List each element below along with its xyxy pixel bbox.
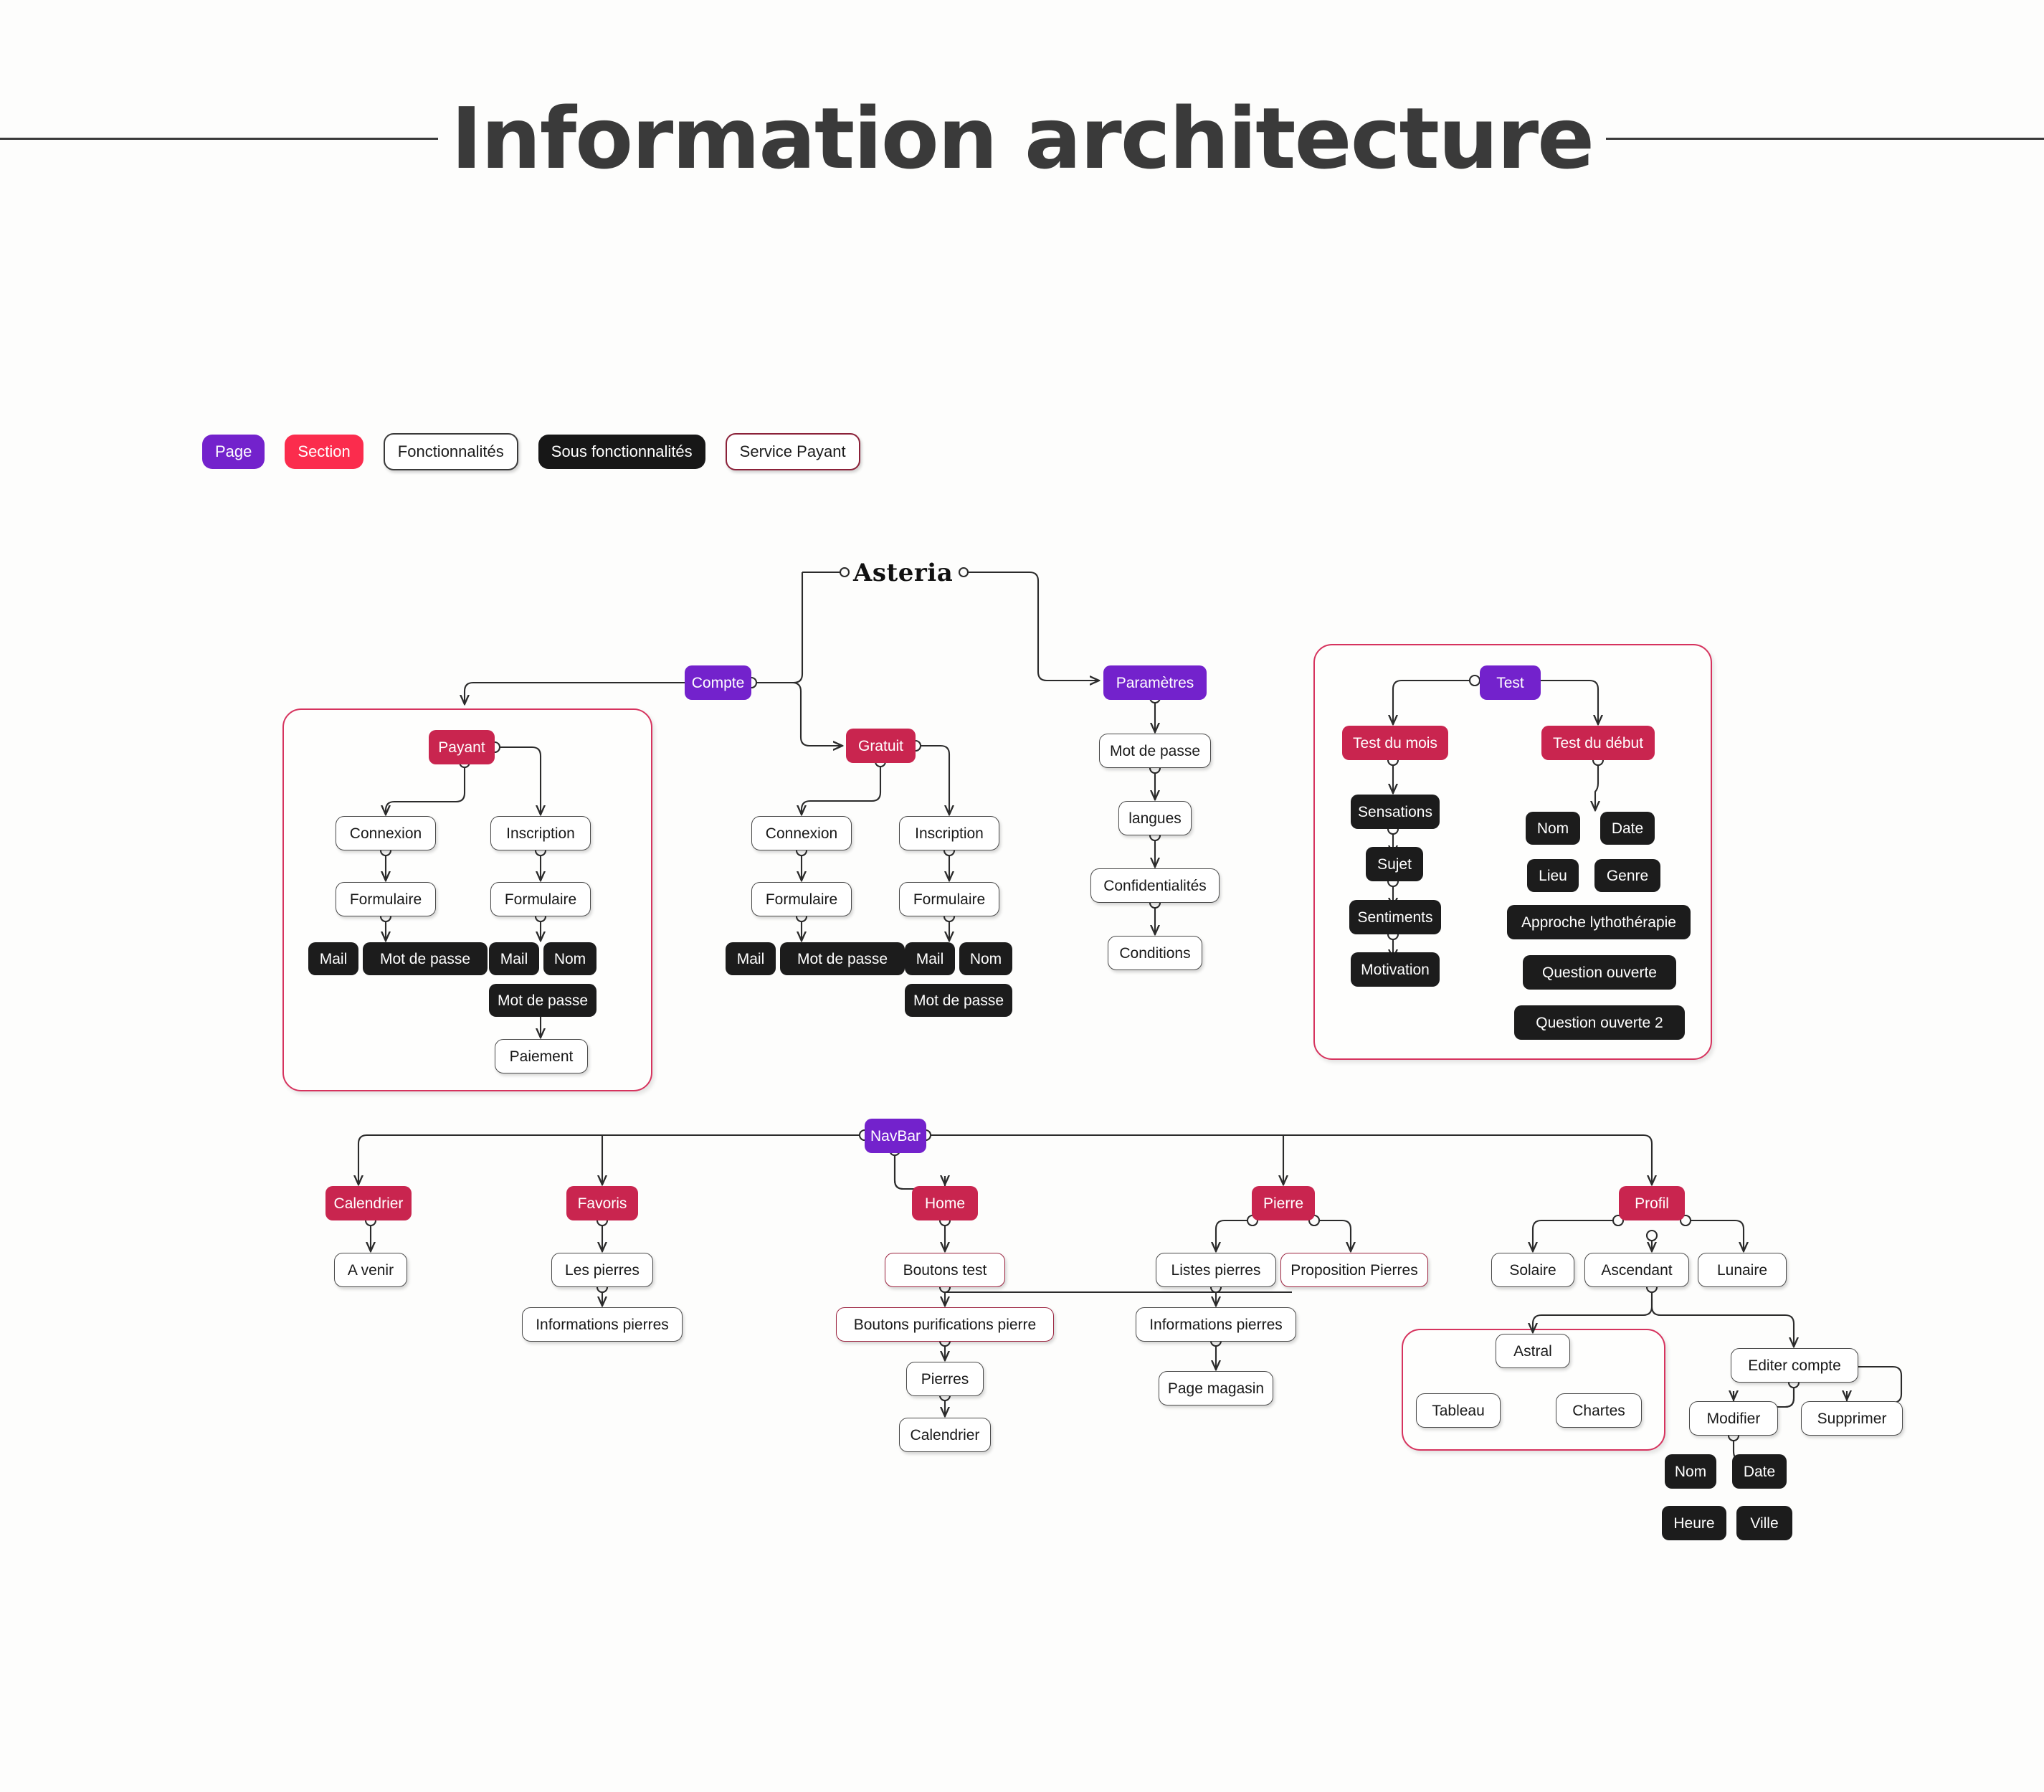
node-test-du-debut[interactable]: Test du début xyxy=(1541,726,1655,760)
legend-item-service-payant: Service Payant xyxy=(725,433,860,470)
node-gratuit-connexion-formulaire[interactable]: Formulaire xyxy=(751,882,852,916)
legend-item-page: Page xyxy=(202,435,265,469)
node-home-pierres[interactable]: Pierres xyxy=(906,1362,984,1396)
title-rule-left xyxy=(0,137,438,140)
node-gratuit-inscription-formulaire[interactable]: Formulaire xyxy=(899,882,999,916)
node-payant[interactable]: Payant xyxy=(429,730,495,764)
node-favoris-informations-pierres[interactable]: Informations pierres xyxy=(522,1307,683,1342)
node-pierre-page-magasin[interactable]: Page magasin xyxy=(1159,1371,1273,1405)
node-gratuit-connexion-field-motdepasse[interactable]: Mot de passe xyxy=(780,942,905,975)
node-profil-chartes[interactable]: Chartes xyxy=(1556,1393,1642,1428)
node-gratuit-inscription-field-mail[interactable]: Mail xyxy=(905,942,955,975)
legend-item-sous-fonctionnalites: Sous fonctionnalités xyxy=(538,435,705,469)
node-test-mois-motivation[interactable]: Motivation xyxy=(1351,952,1440,987)
node-test-mois-sentiments[interactable]: Sentiments xyxy=(1349,900,1441,934)
node-test-debut-question-ouverte[interactable]: Question ouverte xyxy=(1523,955,1676,990)
node-compte[interactable]: Compte xyxy=(685,665,751,700)
node-pierre-listes-pierres[interactable]: Listes pierres xyxy=(1156,1253,1276,1287)
node-gratuit-inscription-field-nom[interactable]: Nom xyxy=(959,942,1012,975)
node-parametres[interactable]: Paramètres xyxy=(1103,665,1207,700)
node-test-debut-nom[interactable]: Nom xyxy=(1526,812,1580,845)
node-profil-field-date[interactable]: Date xyxy=(1732,1454,1787,1489)
node-payant-connexion-formulaire[interactable]: Formulaire xyxy=(336,882,436,916)
node-profil-ascendant[interactable]: Ascendant xyxy=(1584,1253,1689,1287)
node-gratuit-connexion[interactable]: Connexion xyxy=(751,816,852,850)
node-test-mois-sujet[interactable]: Sujet xyxy=(1366,847,1423,881)
node-favoris[interactable]: Favoris xyxy=(566,1186,638,1220)
node-gratuit-connexion-field-mail[interactable]: Mail xyxy=(726,942,776,975)
node-test-debut-question-ouverte-2[interactable]: Question ouverte 2 xyxy=(1514,1005,1685,1040)
title-rule-right xyxy=(1606,137,2044,140)
node-gratuit[interactable]: Gratuit xyxy=(846,729,916,763)
node-profil-tableau[interactable]: Tableau xyxy=(1416,1393,1501,1428)
node-parametres-motdepasse[interactable]: Mot de passe xyxy=(1099,734,1211,768)
legend: Page Section Fonctionnalités Sous foncti… xyxy=(202,433,860,470)
node-payant-inscription-field-mail[interactable]: Mail xyxy=(489,942,539,975)
node-payant-inscription-formulaire[interactable]: Formulaire xyxy=(490,882,591,916)
node-parametres-conditions[interactable]: Conditions xyxy=(1108,936,1202,970)
node-parametres-confidentialites[interactable]: Confidentialités xyxy=(1090,868,1220,903)
node-test-mois-sensations[interactable]: Sensations xyxy=(1351,795,1440,829)
node-profil-field-heure[interactable]: Heure xyxy=(1662,1506,1726,1540)
node-test-debut-approche-lythotherapie[interactable]: Approche lythothérapie xyxy=(1507,905,1691,939)
node-gratuit-inscription-field-motdepasse[interactable]: Mot de passe xyxy=(905,984,1012,1017)
node-calendrier-a-venir[interactable]: A venir xyxy=(334,1253,407,1287)
node-payant-connexion-field-motdepasse[interactable]: Mot de passe xyxy=(363,942,488,975)
node-home[interactable]: Home xyxy=(912,1186,978,1220)
node-profil[interactable]: Profil xyxy=(1619,1186,1685,1220)
node-home-boutons-test[interactable]: Boutons test xyxy=(885,1253,1005,1287)
node-test-debut-date[interactable]: Date xyxy=(1600,812,1655,845)
page-title-row: Information architecture xyxy=(0,85,2044,192)
root-node-asteria: Asteria xyxy=(853,559,954,587)
node-profil-editer-compte[interactable]: Editer compte xyxy=(1731,1348,1858,1383)
node-profil-field-nom[interactable]: Nom xyxy=(1665,1454,1716,1489)
node-payant-inscription-field-motdepasse[interactable]: Mot de passe xyxy=(489,984,596,1017)
node-test[interactable]: Test xyxy=(1480,665,1541,700)
node-calendrier[interactable]: Calendrier xyxy=(325,1186,412,1220)
node-test-debut-lieu[interactable]: Lieu xyxy=(1527,859,1579,892)
node-payant-inscription-field-nom[interactable]: Nom xyxy=(543,942,596,975)
node-pierre-informations-pierres[interactable]: Informations pierres xyxy=(1136,1307,1296,1342)
node-navbar[interactable]: NavBar xyxy=(865,1119,926,1153)
page-title: Information architecture xyxy=(450,89,1594,188)
node-payant-connexion-field-mail[interactable]: Mail xyxy=(308,942,358,975)
node-pierre-proposition-pierres[interactable]: Proposition Pierres xyxy=(1280,1253,1428,1287)
node-home-calendrier[interactable]: Calendrier xyxy=(899,1418,991,1452)
node-parametres-langues[interactable]: langues xyxy=(1118,801,1192,835)
node-payant-paiement[interactable]: Paiement xyxy=(495,1039,588,1073)
legend-item-section: Section xyxy=(285,435,363,469)
node-payant-connexion[interactable]: Connexion xyxy=(336,816,436,850)
node-gratuit-inscription[interactable]: Inscription xyxy=(899,816,999,850)
legend-item-fonctionnalites: Fonctionnalités xyxy=(383,433,518,470)
node-test-du-mois[interactable]: Test du mois xyxy=(1342,726,1448,760)
node-profil-lunaire[interactable]: Lunaire xyxy=(1698,1253,1787,1287)
node-profil-solaire[interactable]: Solaire xyxy=(1491,1253,1574,1287)
node-favoris-les-pierres[interactable]: Les pierres xyxy=(551,1253,653,1287)
node-pierre[interactable]: Pierre xyxy=(1252,1186,1315,1220)
node-profil-supprimer[interactable]: Supprimer xyxy=(1801,1401,1903,1436)
node-profil-field-ville[interactable]: Ville xyxy=(1736,1506,1792,1540)
node-profil-astral[interactable]: Astral xyxy=(1496,1334,1570,1368)
node-test-debut-genre[interactable]: Genre xyxy=(1594,859,1660,892)
node-profil-modifier[interactable]: Modifier xyxy=(1689,1401,1778,1436)
node-home-boutons-purifications-pierre[interactable]: Boutons purifications pierre xyxy=(836,1307,1054,1342)
node-payant-inscription[interactable]: Inscription xyxy=(490,816,591,850)
